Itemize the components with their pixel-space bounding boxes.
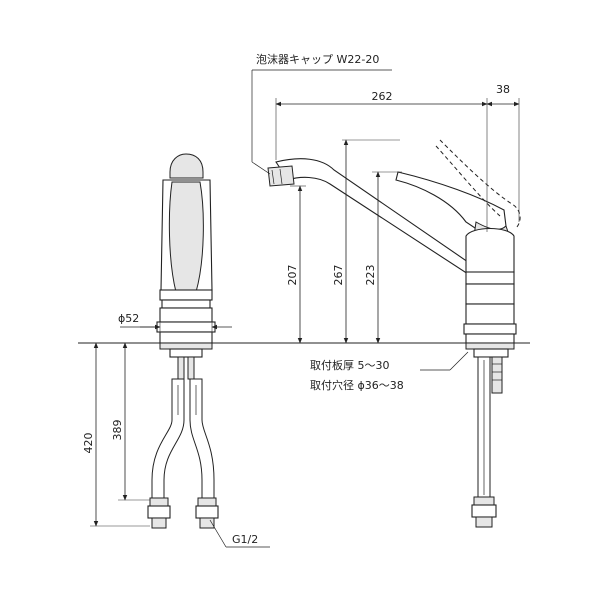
dim-207-label: 207 [286,265,299,286]
thread-callout: G1/2 [209,519,270,548]
mounting-notes: 取付板厚 5～30 取付穴径 ϕ36～38 [310,351,469,392]
aerator-callout: 泡沫器キャップ W22-20 [251,52,392,175]
phi52-label: ϕ52 [118,312,139,325]
dim-phi52: ϕ52 [118,312,232,333]
dim-223-label: 223 [364,265,377,286]
dim-262-label: 262 [372,90,393,103]
front-view-faucet [267,139,521,528]
dim-207: 207 [286,185,306,344]
dim-262: 262 [275,90,488,232]
dim-420: 420 [82,342,150,527]
mount-thickness-label: 取付板厚 5～30 [310,358,390,372]
dim-38-label: 38 [496,83,510,96]
dim-389: 389 [111,342,150,501]
dim-267-label: 267 [332,265,345,286]
aerator-label: 泡沫器キャップ W22-20 [256,52,379,66]
dim-38: 38 [486,83,520,222]
thread-label: G1/2 [232,533,258,546]
dim-389-label: 389 [111,420,124,441]
mount-hole-label: 取付穴径 ϕ36～38 [310,378,404,392]
dim-223: 223 [364,171,402,344]
dim-420-label: 420 [82,433,95,454]
side-view-faucet [147,153,219,529]
dim-267: 267 [332,139,400,344]
